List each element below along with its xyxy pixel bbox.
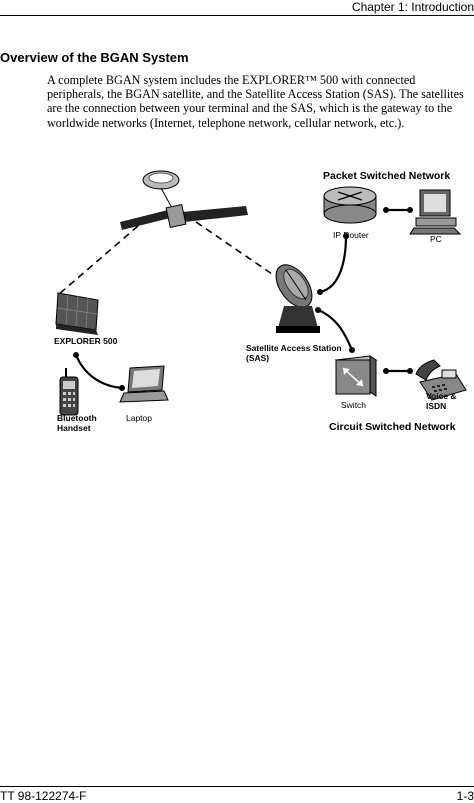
satellite-sas-link [195,221,276,277]
explorer-label: EXPLORER 500 [54,336,118,346]
chapter-title: Chapter 1: Introduction [351,0,474,14]
satellite-terminal-link [57,225,139,296]
pc-icon [409,189,462,235]
pc-label: PC [430,234,442,244]
sas-router-link [319,235,348,294]
bluetooth-label-line2: Handset [57,423,91,433]
network-connections [74,208,410,390]
document-number: TT 98-122274-F [0,789,87,803]
link-endpoints [73,207,413,391]
switch-label: Switch [341,400,367,410]
packet-network-label: Packet Switched Network [323,170,451,182]
sas-label-line1: Satellite Access Station [246,343,342,353]
bluetooth-handset-icon [59,368,79,416]
voice-label-line1: Voice & [426,391,457,401]
radio-links [57,221,276,296]
footer-rule [0,786,474,787]
header-rule [0,15,474,16]
laptop-label: Laptop [126,413,152,423]
satellite-icon [120,170,248,230]
section-heading: Overview of the BGAN System [0,50,189,65]
body-paragraph: A complete BGAN system includes the EXPL… [47,73,464,130]
explorer-terminal-icon [55,292,99,335]
voice-phone-icon [415,359,467,401]
bgan-system-diagram: Packet Switched Network IP Router PC EXP… [0,160,474,460]
sas-switch-link [317,308,354,351]
circuit-network-label: Circuit Switched Network [329,421,456,433]
voice-label-line2: ISDN [426,401,447,411]
ip-router-icon [323,186,377,224]
bluetooth-label-line1: Bluetooth [57,413,97,423]
page-number: 1-3 [456,789,474,803]
ip-router-label: IP Router [333,230,369,240]
handset-laptop-link [74,354,123,390]
laptop-icon [119,365,169,403]
switch-icon [334,355,378,397]
sas-label-line2: (SAS) [246,353,270,363]
diagram-graphics [55,170,467,416]
sas-dish-icon [275,264,320,333]
